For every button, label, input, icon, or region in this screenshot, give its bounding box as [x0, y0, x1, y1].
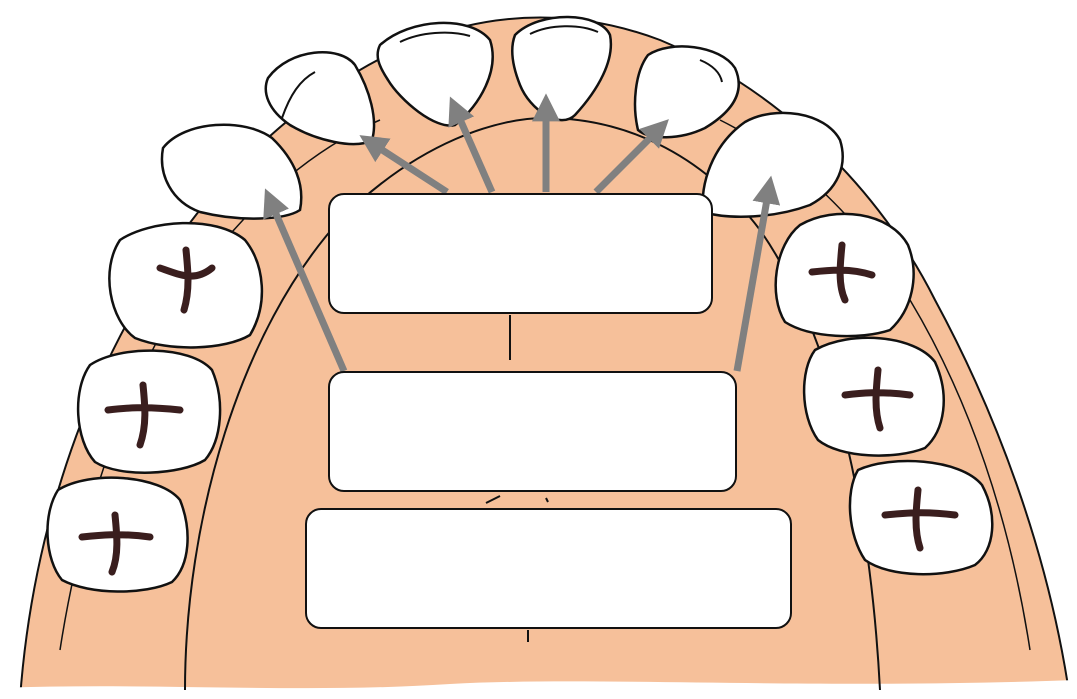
label-box-molars[interactable]	[305, 508, 792, 629]
label-box-incisors[interactable]	[328, 193, 713, 314]
molar-left-2	[78, 351, 220, 473]
molar-right-3	[850, 461, 992, 574]
molar-right-2	[804, 338, 944, 456]
molar-left-1	[109, 223, 262, 347]
molar-left-3	[47, 478, 187, 592]
label-box-canines[interactable]	[328, 371, 737, 492]
molar-right-1	[776, 214, 914, 336]
